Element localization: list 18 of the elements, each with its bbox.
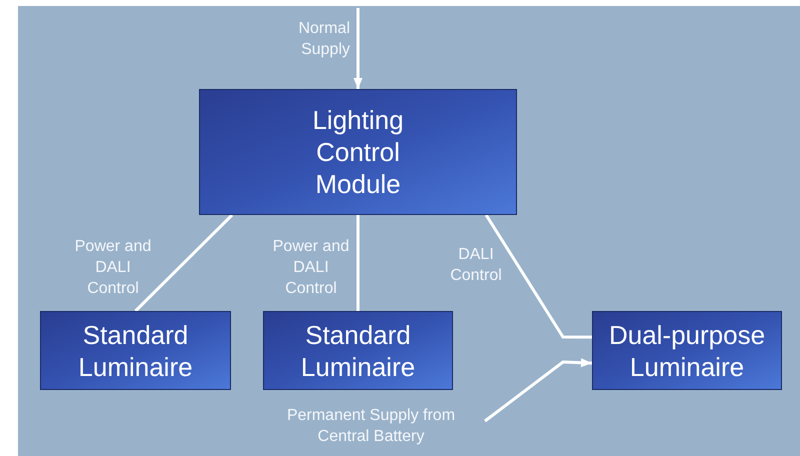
process-box [592, 311, 782, 390]
connector-line [484, 214, 592, 339]
box-label: Standard Luminaire [77, 318, 194, 382]
arrow [354, 8, 362, 89]
box-label: Dual-purpose Luminaire [608, 318, 766, 382]
process-box [199, 89, 517, 215]
edge-label: DALI Control [449, 245, 503, 286]
edge-label: Power and DALI Control [272, 237, 350, 299]
process-box [263, 311, 453, 390]
box-label: Lighting Control Module [311, 104, 405, 200]
arrow [484, 358, 592, 422]
process-box [40, 311, 231, 390]
edge-label: Power and DALI Control [74, 237, 152, 299]
connector-line [134, 214, 234, 312]
connector-line [356, 215, 360, 311]
box-label: Standard Luminaire [300, 318, 416, 382]
edge-label: Normal Supply [297, 19, 350, 60]
edge-label: Permanent Supply from Central Battery [286, 406, 456, 447]
